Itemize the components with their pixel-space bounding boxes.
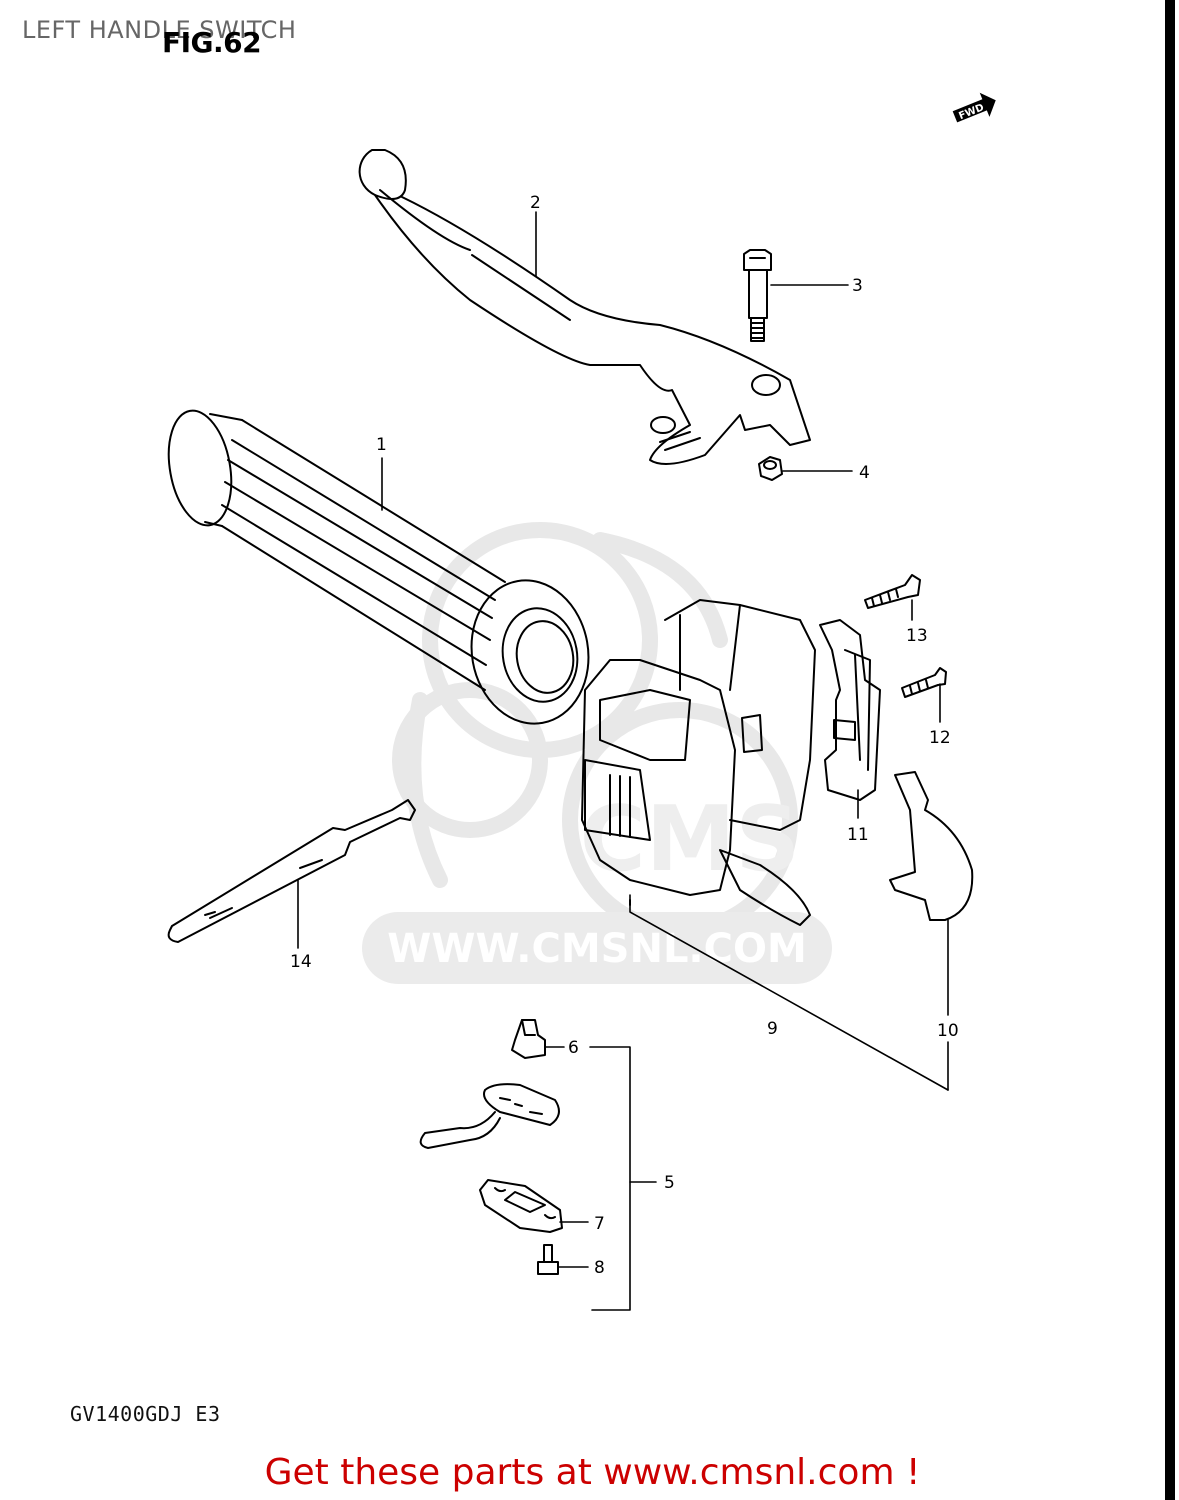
callout-numbers: 1 2 3 4 5 6 7 8 9 10 11 12 13 14 (290, 193, 959, 1278)
screw-13-drawing (864, 574, 921, 609)
callout-10: 10 (937, 1021, 959, 1041)
leader-lines (297, 211, 949, 1311)
callout-6: 6 (568, 1038, 579, 1058)
callout-5: 5 (664, 1173, 675, 1193)
watermark-text: WWW.CMSNL.COM (387, 926, 807, 972)
nut-drawing (758, 456, 783, 481)
callout-3: 3 (852, 276, 863, 296)
switch-housing-drawing (581, 599, 816, 926)
connector-drawing (511, 1019, 546, 1059)
switch-screw-drawing (537, 1244, 559, 1275)
strap-drawing (167, 799, 416, 943)
fwd-direction-arrow-icon: FWD (952, 92, 996, 123)
clutch-switch-drawing (419, 1083, 560, 1149)
cta-text: Get these parts at www.cmsnl.com ! (264, 1452, 921, 1493)
callout-4: 4 (859, 463, 870, 483)
get-parts-link[interactable]: Get these parts at www.cmsnl.com ! (0, 1452, 1179, 1493)
callout-13: 13 (906, 626, 928, 646)
clutch-lever-drawing (358, 149, 811, 465)
page-edge-border (1165, 0, 1175, 1500)
svg-text:CMS: CMS (580, 787, 800, 892)
callout-1: 1 (376, 435, 387, 455)
callout-14: 14 (290, 952, 312, 972)
pivot-bolt-drawing (743, 249, 772, 342)
figure-label: FIG.62 (162, 26, 262, 59)
callout-2: 2 (530, 193, 541, 213)
callout-12: 12 (929, 728, 951, 748)
callout-8: 8 (594, 1258, 605, 1278)
callout-7: 7 (594, 1214, 605, 1234)
model-code: GV1400GDJ E3 (70, 1402, 221, 1426)
page-title: LEFT HANDLE SWITCH (22, 16, 297, 44)
callout-9: 9 (767, 1019, 778, 1039)
screw-12-drawing (901, 667, 947, 698)
bracket-drawing (819, 619, 881, 801)
switch-holder-drawing (479, 1179, 563, 1233)
callout-11: 11 (847, 825, 869, 845)
grip-drawing (167, 409, 590, 725)
cover-drawing (889, 771, 974, 921)
